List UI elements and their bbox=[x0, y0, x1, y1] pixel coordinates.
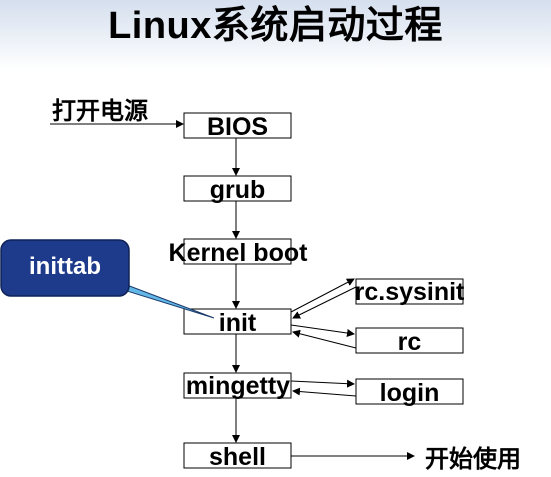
arrow-mingetty-login bbox=[290, 379, 355, 388]
mingetty-label: mingetty bbox=[186, 372, 290, 400]
mingetty-box bbox=[183, 372, 292, 399]
grub-box bbox=[183, 175, 292, 202]
callout-text: inittab bbox=[29, 253, 101, 280]
rc-label: rc bbox=[398, 328, 422, 356]
arrow-login-mingetty bbox=[292, 387, 357, 397]
kernel-box bbox=[183, 238, 292, 265]
bios-label: BIOS bbox=[207, 113, 268, 141]
arrow-rc-init bbox=[292, 329, 357, 349]
arrow-init-rcsysinit bbox=[290, 278, 355, 313]
inittab-callout: inittab bbox=[0, 239, 215, 319]
login-box bbox=[355, 378, 464, 405]
callout-box bbox=[0, 239, 130, 297]
kernel-label: Kernel boot bbox=[169, 239, 309, 267]
login-label: login bbox=[380, 379, 440, 407]
arrow-init-rc bbox=[290, 324, 355, 337]
slide-title: Linux系统启动过程 bbox=[108, 5, 443, 47]
rc-box bbox=[355, 327, 464, 354]
grub-label: grub bbox=[210, 176, 266, 204]
arrow-rcsysinit-init bbox=[292, 286, 357, 319]
end-label: 开始使用 bbox=[425, 445, 521, 473]
rcsysinit-box bbox=[355, 278, 464, 305]
init-label: init bbox=[219, 309, 257, 337]
shell-box bbox=[183, 442, 292, 469]
bios-box bbox=[183, 112, 292, 139]
shell-label: shell bbox=[209, 443, 266, 471]
start-label: 打开电源 bbox=[52, 97, 148, 125]
rcsysinit-label: rc.sysinit bbox=[355, 278, 465, 306]
